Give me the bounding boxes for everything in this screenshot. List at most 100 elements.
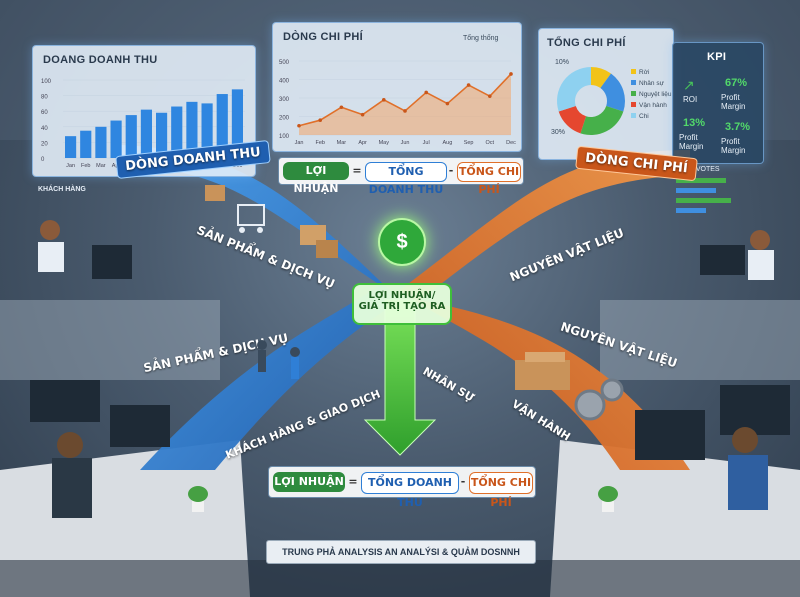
cost-xtick: Apr [358, 140, 367, 146]
cost-line-title: DÒNG CHI PHÍ [283, 31, 363, 43]
cost-xtick: Oct [486, 140, 495, 146]
kpi-value-3: 3.7% [725, 121, 751, 133]
pie-legend-label: Vận hành [639, 102, 667, 109]
customer-mini-label: KHÁCH HÀNG [38, 186, 86, 193]
pie-legend-swatch [631, 113, 636, 118]
equation-bottom-equals: = [348, 475, 358, 488]
dollar-hand-icon: $ [378, 218, 426, 266]
footer-caption: TRUNG PHẢ ANALYSIS AN ANALÝSI & QUẢM DOS… [266, 540, 536, 564]
cost-point [297, 123, 301, 128]
cost-point [424, 90, 428, 95]
revenue-stream-ribbon [120, 145, 400, 470]
key-votes-label: KEY VOTES [680, 166, 720, 173]
cost-area [299, 73, 511, 135]
revenue-bar [80, 130, 92, 158]
revenue-bar [216, 94, 228, 158]
revenue-xtick: Jan [66, 163, 75, 169]
pie-legend-swatch [631, 102, 636, 107]
pie-slice [558, 105, 587, 134]
cost-line-legend: Tổng thống [463, 35, 499, 42]
revenue-bar [156, 112, 168, 158]
revenue-ytick: 60 [41, 110, 48, 116]
hub-line-2: GIÁ TRỊ TẠO RA [358, 301, 446, 312]
people-icon [257, 340, 300, 379]
equation-top-cost: TỔNG CHI PHÍ [457, 162, 521, 196]
kpi-chart-icon: ↗ [683, 77, 695, 93]
revenue-ytick: 100 [41, 79, 52, 85]
pie-slice [591, 67, 611, 89]
equation-bottom: LỢI NHUẬN = TỔNG DOANH THU - TỔNG CHI PH… [268, 466, 536, 509]
kpi-value-2: 13% [683, 117, 706, 129]
pie-legend-item: Nguyệt liệu [631, 91, 672, 98]
pie-legend-label: Chi [639, 113, 649, 120]
cost-point [382, 98, 386, 102]
equation-top-minus: - [448, 164, 454, 177]
cost-point [360, 112, 365, 117]
equation-top: LỢI NHUẬN = TỔNG DOANH THU - TỔNG CHI PH… [278, 157, 524, 196]
pie-legend-item: Vận hành [631, 102, 672, 109]
key-votes-bars [676, 178, 731, 213]
kpi-value-1: 67% [725, 77, 748, 89]
cost-xtick: Jul [423, 140, 430, 146]
equation-bottom-profit: LỢI NHUẬN [273, 472, 345, 492]
pie-legend-item: Rời [631, 69, 672, 76]
kpi-label-3: Profit Margin [721, 137, 746, 155]
revenue-bar [171, 106, 183, 158]
revenue-bar [140, 109, 152, 158]
pie-slice [557, 67, 591, 112]
desk-worker-bottom-left [30, 380, 170, 518]
revenue-ytick: 80 [41, 95, 48, 101]
revenue-ytick: 40 [41, 126, 48, 132]
pie-pct-bottom: 30% [551, 129, 566, 136]
revenue-ytick: 0 [41, 157, 45, 163]
revenue-bar [201, 103, 213, 158]
equation-top-equals: = [352, 164, 362, 177]
pie-slice [600, 73, 625, 112]
total-cost-title: TỔNG CHI PHÍ [547, 37, 626, 49]
cost-point [445, 101, 450, 106]
cost-point [403, 109, 407, 113]
pie-legend-swatch [631, 69, 636, 74]
equation-bottom-cost: TỔNG CHI PHÍ [469, 472, 533, 509]
revenue-bar [231, 89, 243, 158]
pie-legend-label: Rời [639, 69, 650, 76]
desk-worker-right [700, 230, 774, 280]
pie-legend-swatch [631, 91, 636, 96]
profit-value-hub: LỢI NHUẬN/ GIÁ TRỊ TẠO RA [352, 283, 452, 325]
cost-ytick: 400 [279, 79, 290, 85]
revenue-chart-title: DOANG DOANH THU [43, 54, 158, 66]
cost-xtick: May [379, 140, 390, 146]
cost-ytick: 100 [279, 134, 290, 140]
revenue-ytick: 20 [41, 141, 48, 147]
cost-point [509, 72, 513, 76]
revenue-bar [125, 115, 137, 158]
kpi-label-2: Profit Margin [679, 133, 704, 151]
cost-xtick: Sep [464, 140, 474, 146]
pie-legend-swatch [631, 80, 636, 85]
pie-legend-item: Chi [631, 113, 672, 120]
cost-xtick: Aug [443, 140, 453, 146]
cost-point [466, 83, 471, 87]
revenue-bar [110, 120, 122, 158]
hub-line-1: LỢI NHUẬN/ [368, 290, 436, 301]
revenue-xtick: Mar [96, 163, 106, 169]
cost-ytick: 200 [279, 116, 290, 122]
equation-bottom-revenue: TỔNG DOANH THU [361, 472, 459, 509]
revenue-xtick: Feb [81, 163, 90, 169]
cost-ytick: 500 [279, 60, 290, 66]
cost-point [488, 94, 492, 98]
desk-worker-left [38, 220, 132, 279]
total-cost-pie [557, 67, 625, 135]
equation-bottom-minus: - [460, 475, 466, 488]
cost-point [339, 105, 344, 110]
material-stack-icon [515, 352, 570, 390]
kpi-panel: KPI ↗ ROI 67% Profit Margin 13% Profit M… [672, 42, 764, 164]
kpi-title: KPI [707, 51, 727, 63]
revenue-bar [65, 136, 77, 158]
